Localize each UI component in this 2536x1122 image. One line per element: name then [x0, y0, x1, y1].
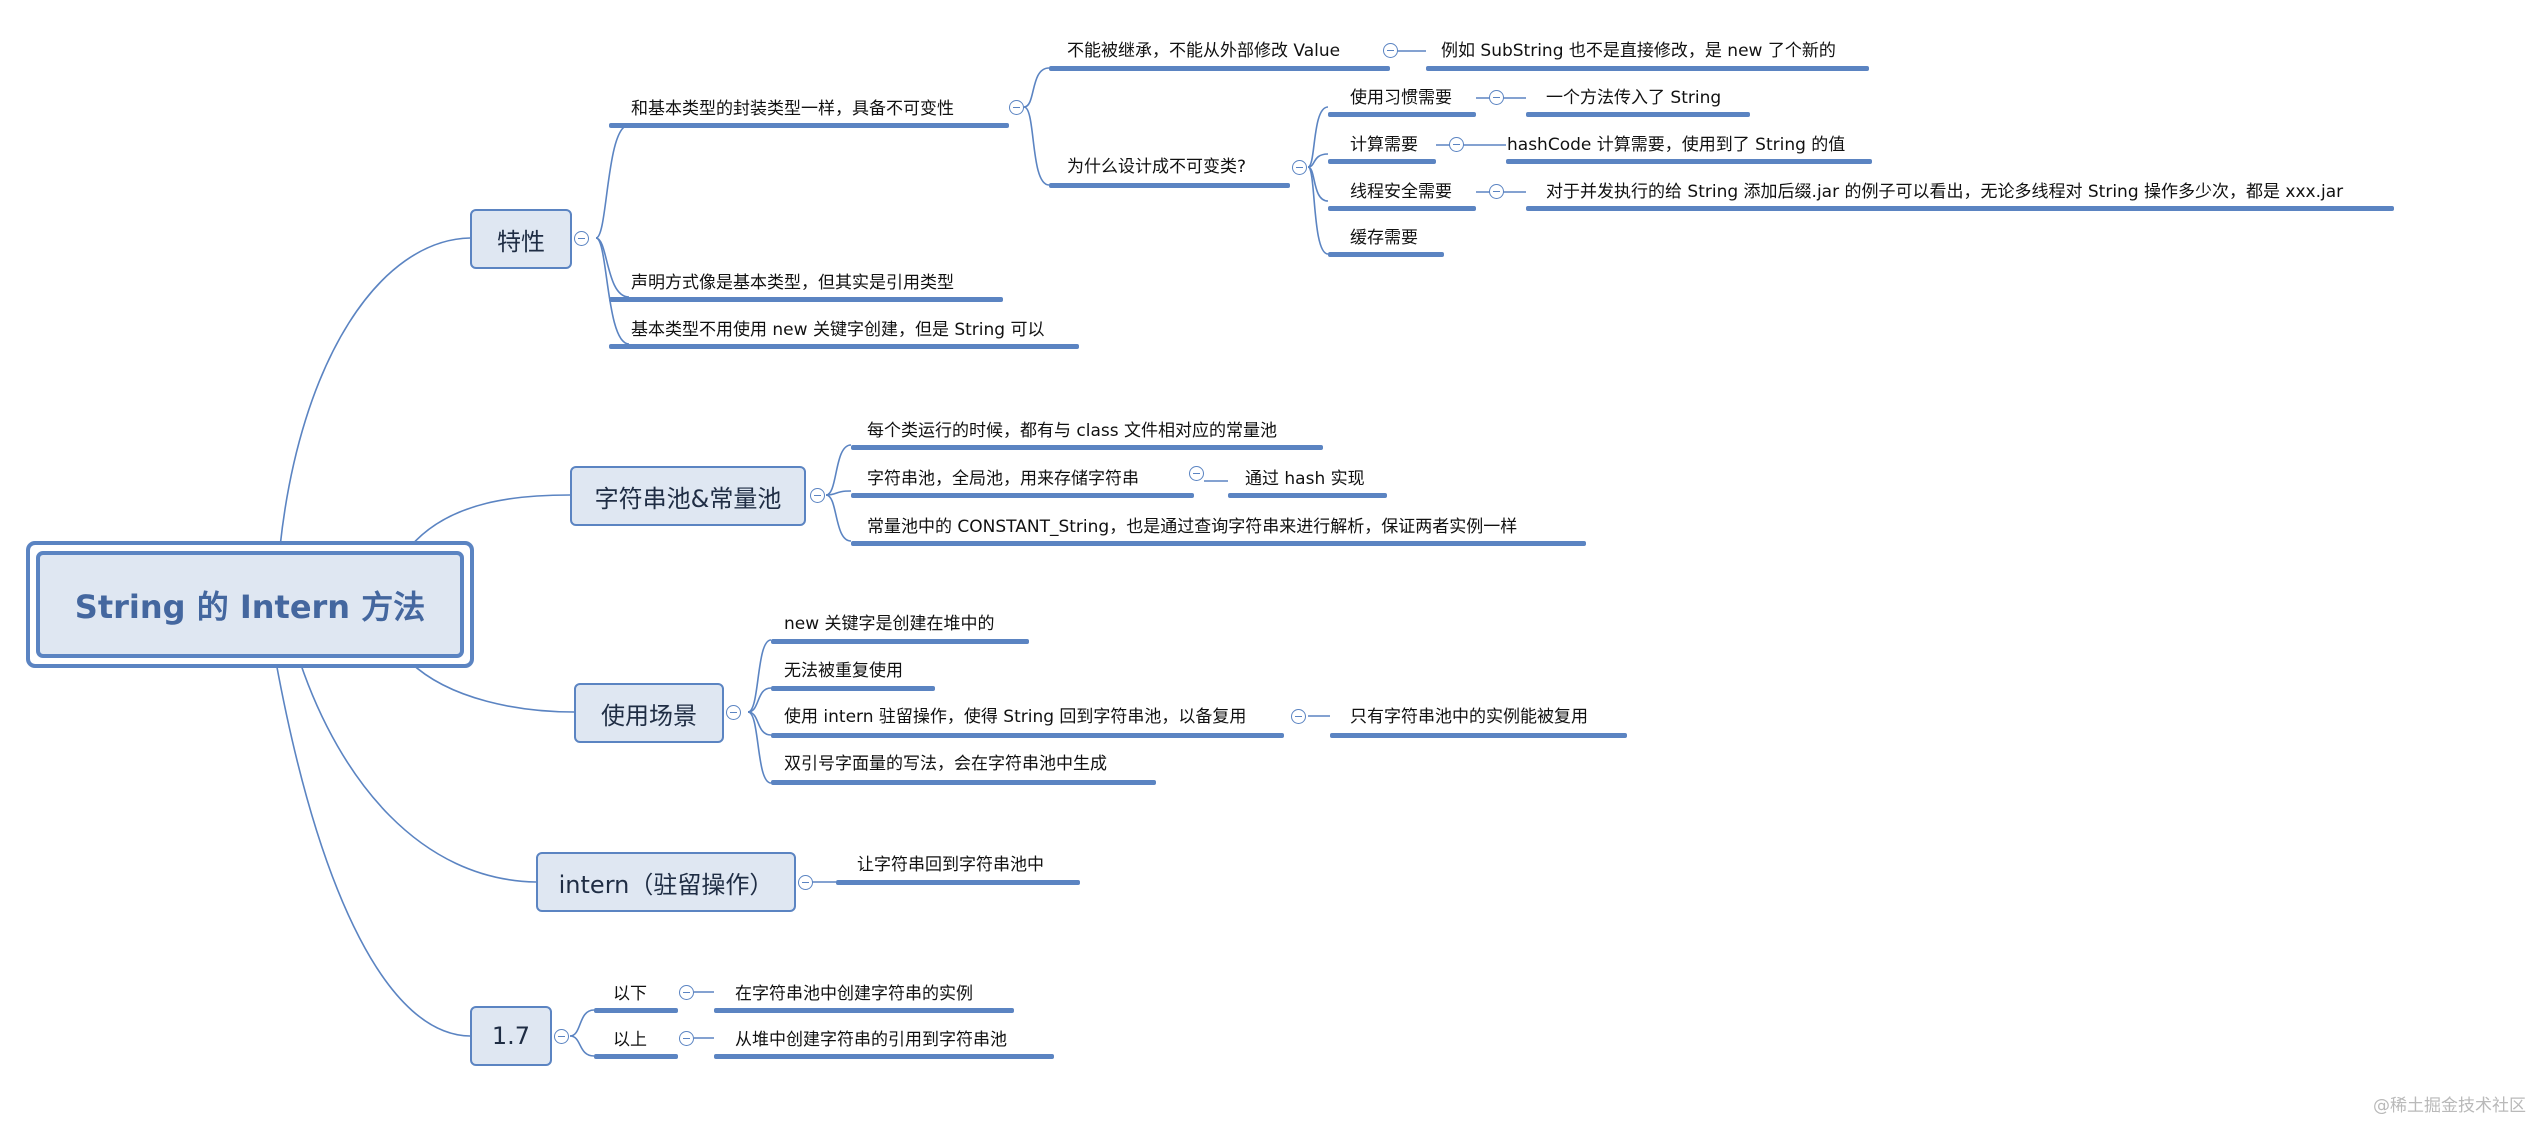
root-node[interactable]: String 的 Intern 方法 — [36, 551, 464, 658]
collapse-icon[interactable] — [810, 488, 825, 503]
topic-features[interactable]: 特性 — [470, 209, 572, 269]
node-above-detail[interactable]: 从堆中创建字符串的引用到字符串池 — [735, 1030, 1007, 1050]
node-habit[interactable]: 使用习惯需要 — [1350, 88, 1452, 108]
node-below-detail[interactable]: 在字符串池中创建字符串的实例 — [735, 984, 973, 1004]
node-string-pool[interactable]: 字符串池，全局池，用来存储字符串 — [867, 469, 1139, 489]
node-compute-detail[interactable]: hashCode 计算需要，使用到了 String 的值 — [1507, 135, 1846, 155]
node-habit-detail[interactable]: 一个方法传入了 String — [1546, 88, 1722, 108]
collapse-icon[interactable] — [679, 1031, 694, 1046]
node-declare[interactable]: 声明方式像是基本类型，但其实是引用类型 — [631, 273, 954, 293]
node-underline — [1526, 206, 2394, 211]
node-underline — [771, 639, 1029, 644]
topic-string-pool[interactable]: 字符串池&常量池 — [570, 466, 806, 526]
collapse-icon[interactable] — [798, 875, 813, 890]
collapse-icon[interactable] — [1449, 137, 1464, 152]
node-underline — [851, 493, 1194, 498]
node-underline — [609, 297, 1003, 302]
collapse-icon[interactable] — [1009, 100, 1024, 115]
node-string-pool-detail[interactable]: 通过 hash 实现 — [1245, 469, 1365, 489]
topic-intern-label: intern（驻留操作） — [558, 870, 774, 899]
watermark: @稀土掘金技术社区 — [2373, 1096, 2526, 1116]
node-use-intern-detail[interactable]: 只有字符串池中的实例能被复用 — [1350, 707, 1588, 727]
collapse-icon[interactable] — [1292, 160, 1307, 175]
collapse-icon[interactable] — [1291, 709, 1306, 724]
topic-intern[interactable]: intern（驻留操作） — [536, 852, 796, 912]
node-new-heap[interactable]: new 关键字是创建在堆中的 — [784, 614, 995, 634]
collapse-icon[interactable] — [1383, 43, 1398, 58]
node-literal[interactable]: 双引号字面量的写法，会在字符串池中生成 — [784, 754, 1107, 774]
node-underline — [1328, 206, 1476, 211]
collapse-icon[interactable] — [574, 231, 589, 246]
topic-version-label: 1.7 — [491, 1022, 531, 1050]
collapse-icon[interactable] — [679, 985, 694, 1000]
node-no-new[interactable]: 基本类型不用使用 new 关键字创建，但是 String 可以 — [631, 320, 1045, 340]
node-no-inherit[interactable]: 不能被继承，不能从外部修改 Value — [1067, 41, 1341, 61]
node-underline — [836, 880, 1080, 885]
node-underline — [1328, 252, 1444, 257]
node-intern-detail[interactable]: 让字符串回到字符串池中 — [857, 855, 1044, 875]
node-substring-example[interactable]: 例如 SubString 也不是直接修改，是 new 了个新的 — [1441, 41, 1836, 61]
node-cache[interactable]: 缓存需要 — [1350, 228, 1418, 248]
node-underline — [1426, 66, 1869, 71]
topic-usage[interactable]: 使用场景 — [574, 683, 724, 743]
collapse-icon[interactable] — [726, 705, 741, 720]
node-no-reuse[interactable]: 无法被重复使用 — [784, 661, 903, 681]
node-underline — [1328, 112, 1476, 117]
node-underline — [1506, 159, 1872, 164]
node-above[interactable]: 以上 — [613, 1030, 647, 1050]
collapse-icon[interactable] — [1489, 90, 1504, 105]
node-underline — [851, 541, 1586, 546]
collapse-icon[interactable] — [554, 1029, 569, 1044]
node-underline — [1049, 183, 1290, 188]
topic-features-label: 特性 — [497, 227, 545, 256]
root-title: String 的 Intern 方法 — [74, 587, 426, 626]
node-thread-safety[interactable]: 线程安全需要 — [1350, 182, 1452, 202]
node-underline — [714, 1008, 1014, 1013]
node-thread-detail[interactable]: 对于并发执行的给 String 添加后缀.jar 的例子可以看出，无论多线程对 … — [1546, 182, 2344, 202]
node-underline — [594, 1008, 678, 1013]
node-underline — [609, 344, 1079, 349]
node-underline — [771, 780, 1156, 785]
node-immutability[interactable]: 和基本类型的封装类型一样，具备不可变性 — [631, 99, 954, 119]
node-underline — [1228, 493, 1387, 498]
node-underline — [771, 733, 1284, 738]
node-compute[interactable]: 计算需要 — [1350, 135, 1418, 155]
topic-version-1-7[interactable]: 1.7 — [470, 1006, 552, 1066]
topic-usage-label: 使用场景 — [601, 701, 697, 730]
node-underline — [851, 445, 1323, 450]
node-underline — [609, 123, 1009, 128]
node-underline — [771, 686, 935, 691]
node-class-pool[interactable]: 每个类运行的时候，都有与 class 文件相对应的常量池 — [867, 421, 1278, 441]
node-underline — [594, 1054, 678, 1059]
topic-string-pool-label: 字符串池&常量池 — [594, 484, 782, 513]
collapse-icon[interactable] — [1189, 466, 1204, 481]
node-use-intern[interactable]: 使用 intern 驻留操作，使得 String 回到字符串池，以备复用 — [784, 707, 1247, 727]
node-underline — [1328, 159, 1436, 164]
collapse-icon[interactable] — [1489, 184, 1504, 199]
node-constant-string[interactable]: 常量池中的 CONSTANT_String，也是通过查询字符串来进行解析，保证两… — [867, 517, 1518, 537]
node-why-immutable[interactable]: 为什么设计成不可变类? — [1067, 157, 1247, 177]
node-underline — [714, 1054, 1054, 1059]
node-underline — [1526, 112, 1750, 117]
node-underline — [1049, 66, 1390, 71]
node-below[interactable]: 以下 — [613, 984, 647, 1004]
node-underline — [1330, 733, 1627, 738]
